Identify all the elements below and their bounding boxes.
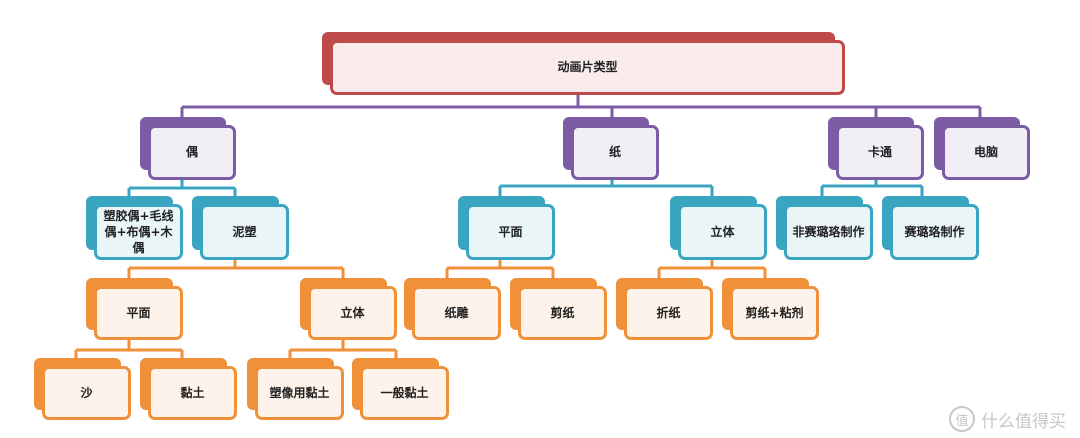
watermark-text: 什么值得买 bbox=[981, 411, 1066, 432]
node-zhi-pingmian-label: 平面 bbox=[466, 204, 555, 260]
node-zhi: 纸 bbox=[563, 117, 659, 180]
node-yiban-niantu-label: 一般黏土 bbox=[360, 366, 449, 420]
root-node: 动画片类型 bbox=[322, 32, 845, 95]
node-diannao-label: 电脑 bbox=[942, 125, 1030, 180]
node-jianzhi-zhanji: 剪纸+粘剂 bbox=[722, 278, 819, 340]
node-nisu-liti-label: 立体 bbox=[308, 286, 397, 340]
node-nisu: 泥塑 bbox=[192, 196, 289, 260]
node-zhi-label: 纸 bbox=[571, 125, 659, 180]
node-sailuluo: 赛璐珞制作 bbox=[882, 196, 979, 260]
node-zhidiao: 纸雕 bbox=[404, 278, 501, 340]
node-sha: 沙 bbox=[34, 358, 131, 420]
root-node-label: 动画片类型 bbox=[330, 40, 845, 95]
node-nisu-label: 泥塑 bbox=[200, 204, 289, 260]
node-yiban-niantu: 一般黏土 bbox=[352, 358, 449, 420]
node-suxiang-niantu-label: 塑像用黏土 bbox=[255, 366, 344, 420]
node-jianzhi-label: 剪纸 bbox=[518, 286, 607, 340]
node-suojiaoou-label: 塑胶偶+毛线 偶+布偶+木偶 bbox=[94, 204, 183, 260]
node-nisu-liti: 立体 bbox=[300, 278, 397, 340]
node-nisu-pingmian-label: 平面 bbox=[94, 286, 183, 340]
node-suojiaoou: 塑胶偶+毛线 偶+布偶+木偶 bbox=[86, 196, 183, 260]
node-feisailuluo-label: 非赛璐珞制作 bbox=[784, 204, 873, 260]
node-nisu-pingmian: 平面 bbox=[86, 278, 183, 340]
node-zhi-liti-label: 立体 bbox=[678, 204, 767, 260]
node-katong-label: 卡通 bbox=[836, 125, 924, 180]
node-sailuluo-label: 赛璐珞制作 bbox=[890, 204, 979, 260]
node-zhidiao-label: 纸雕 bbox=[412, 286, 501, 340]
node-jianzhi: 剪纸 bbox=[510, 278, 607, 340]
node-zhezhi: 折纸 bbox=[616, 278, 713, 340]
node-niantu-label: 黏土 bbox=[148, 366, 237, 420]
watermark-logo-icon: 值 bbox=[949, 406, 975, 432]
node-suxiang-niantu: 塑像用黏土 bbox=[247, 358, 344, 420]
node-zhi-liti: 立体 bbox=[670, 196, 767, 260]
node-jianzhi-zhanji-label: 剪纸+粘剂 bbox=[730, 286, 819, 340]
node-zhi-pingmian: 平面 bbox=[458, 196, 555, 260]
watermark: 值 什么值得买 bbox=[949, 406, 1066, 432]
node-ou-label: 偶 bbox=[148, 125, 236, 180]
node-sha-label: 沙 bbox=[42, 366, 131, 420]
node-ou: 偶 bbox=[140, 117, 236, 180]
node-zhezhi-label: 折纸 bbox=[624, 286, 713, 340]
node-niantu: 黏土 bbox=[140, 358, 237, 420]
node-feisailuluo: 非赛璐珞制作 bbox=[776, 196, 873, 260]
node-diannao: 电脑 bbox=[934, 117, 1030, 180]
node-katong: 卡通 bbox=[828, 117, 924, 180]
